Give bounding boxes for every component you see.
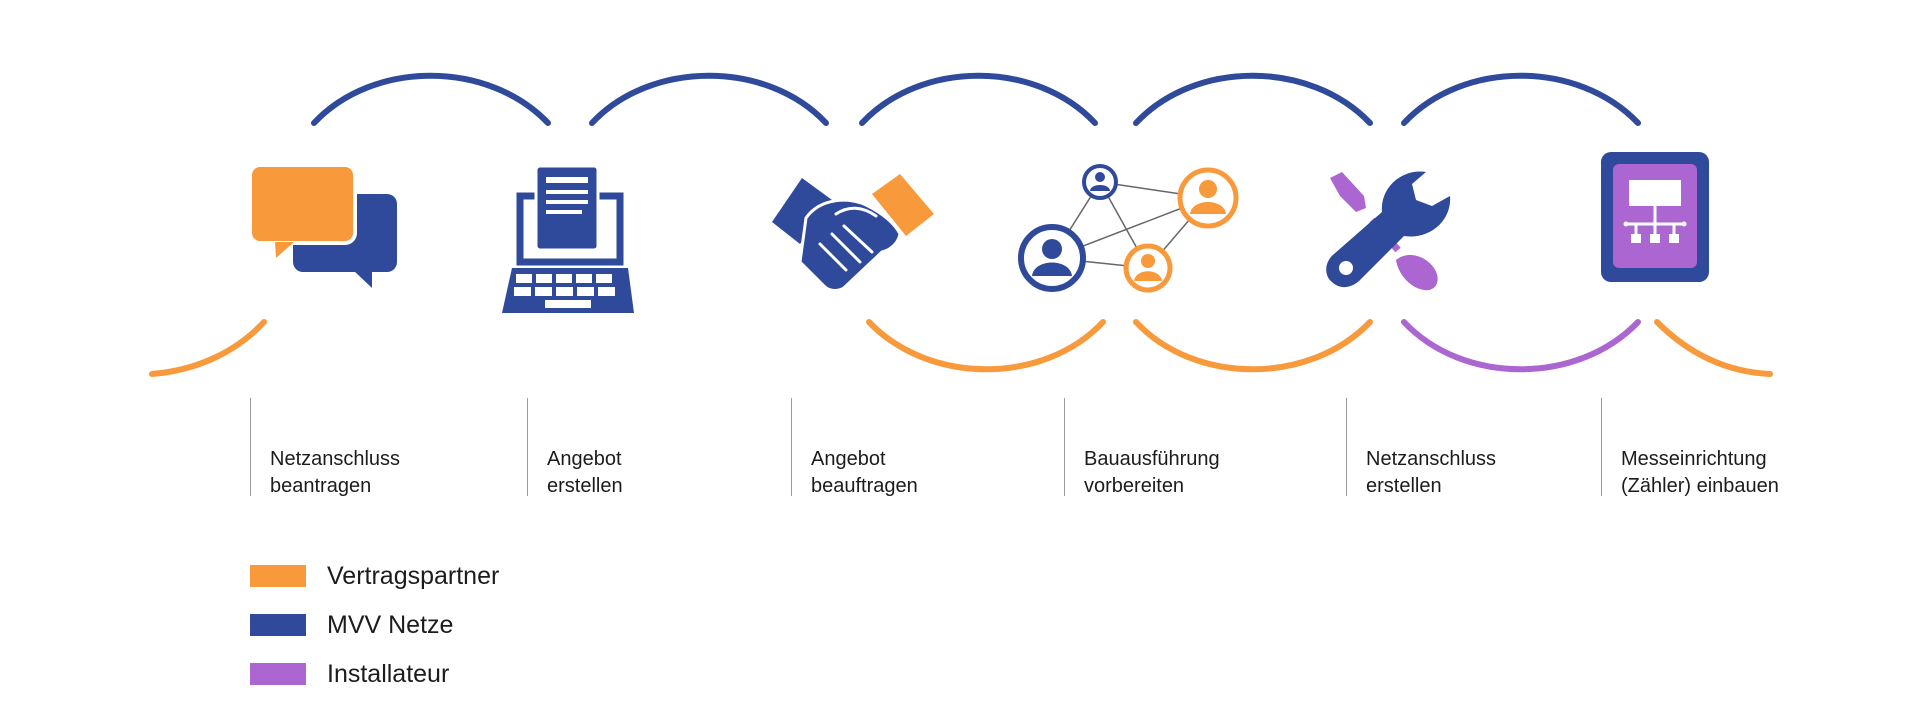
step-label-line1: Netzanschluss [270, 448, 401, 470]
lower-arc-3 [866, 319, 1106, 373]
lower-arc-start [149, 319, 267, 377]
legend-label: MVV Netze [327, 611, 454, 639]
legend-swatch-purple [250, 663, 306, 685]
step-label-line2: beantragen [270, 475, 372, 497]
step-3: Angebot beauftragen [791, 398, 918, 497]
step-1: Netzanschluss beantragen [250, 398, 400, 497]
laptop-document-icon [502, 164, 634, 313]
step-label: Netzanschluss beantragen [270, 446, 530, 500]
legend-label: Vertragspartner [327, 562, 500, 590]
upper-arc-3 [859, 72, 1098, 126]
step-label-line2: (Zähler) einbauen [1621, 475, 1779, 497]
step-2: Angebot erstellen [527, 398, 623, 497]
step-label-line2: erstellen [1366, 475, 1442, 497]
network-people-icon [1018, 164, 1239, 293]
lower-arcs [149, 319, 1773, 377]
chat-bubbles-icon [248, 163, 397, 288]
step-label-line1: Angebot [811, 448, 886, 470]
legend-label: Installateur [327, 660, 450, 688]
step-label: Netzanschluss erstellen [1366, 446, 1626, 500]
wrench-screwdriver-icon [1326, 171, 1451, 291]
process-diagram [149, 72, 1773, 377]
meter-icon [1601, 152, 1709, 282]
step-label-line2: beauftragen [811, 475, 918, 497]
step-label-line1: Angebot [547, 448, 622, 470]
lower-arc-5 [1401, 319, 1641, 373]
step-4: Bauausführung vorbereiten [1064, 398, 1220, 497]
upper-arc-5 [1401, 72, 1641, 126]
upper-arcs [311, 72, 1641, 126]
step-label-line2: erstellen [547, 475, 623, 497]
upper-arc-1 [311, 72, 551, 126]
legend-swatch-blue [250, 614, 306, 636]
step-label-line1: Netzanschluss [1366, 448, 1497, 470]
upper-arc-2 [589, 72, 829, 126]
step-label-line2: vorbereiten [1084, 475, 1185, 497]
step-label: Angebot beauftragen [811, 446, 1071, 500]
lower-arc-4 [1133, 319, 1373, 373]
lower-arc-end [1654, 319, 1773, 377]
legend-swatch-orange [250, 565, 306, 587]
step-5: Netzanschluss erstellen [1346, 398, 1496, 497]
step-label: Bauausführung vorbereiten [1084, 446, 1344, 500]
step-label-line1: Messeinrichtung [1621, 448, 1767, 470]
upper-arc-4 [1133, 72, 1373, 126]
step-label: Messeinrichtung (Zähler) einbauen [1621, 446, 1881, 500]
handshake-icon [772, 174, 934, 292]
step-6: Messeinrichtung (Zähler) einbauen [1601, 398, 1779, 497]
step-label-line1: Bauausführung [1084, 448, 1220, 470]
step-label: Angebot erstellen [547, 446, 807, 500]
